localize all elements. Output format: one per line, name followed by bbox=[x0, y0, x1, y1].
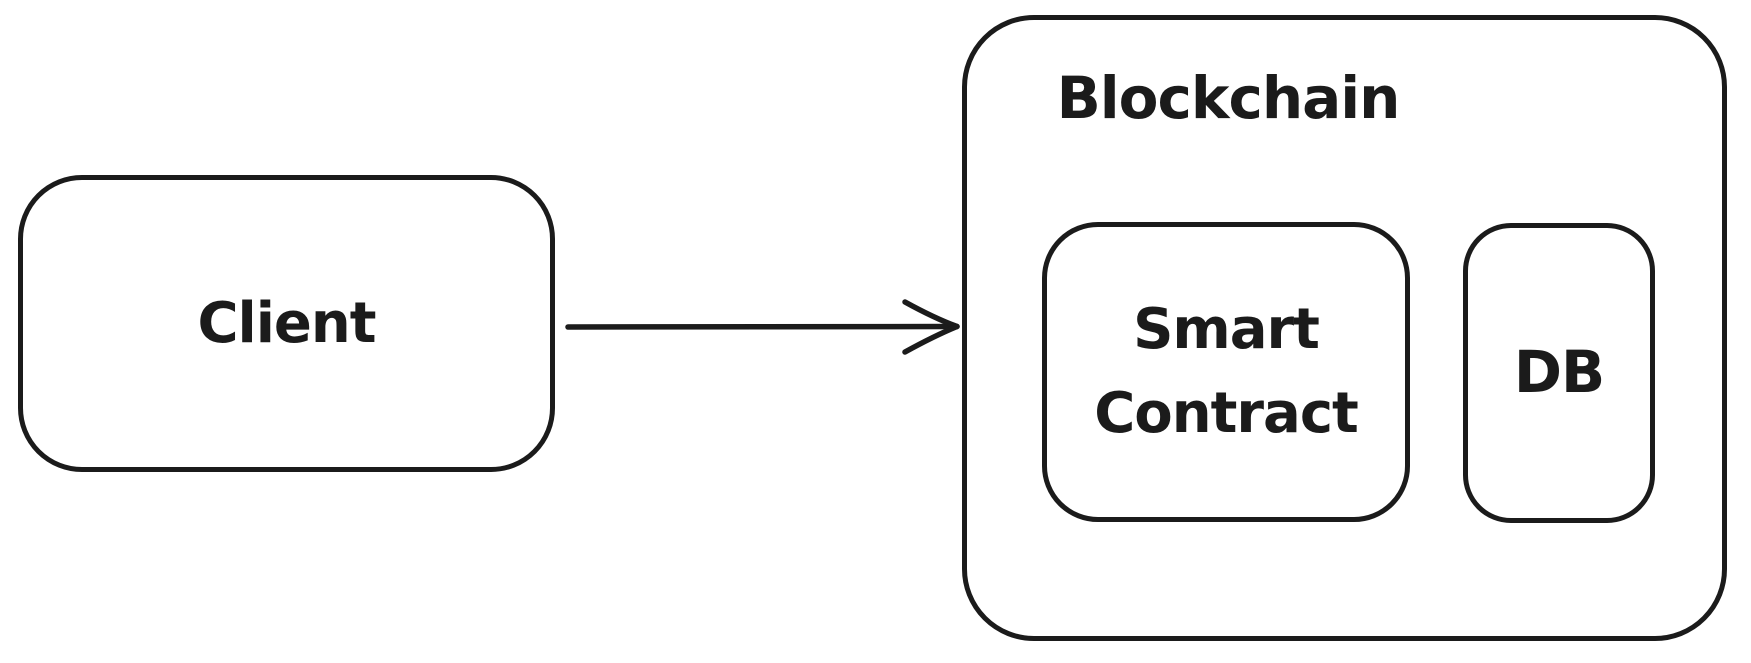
arrow-head-lower bbox=[902, 323, 960, 355]
arrow-shaft bbox=[565, 323, 951, 330]
client-node: Client bbox=[18, 175, 555, 472]
db-node: DB bbox=[1463, 223, 1655, 523]
smart-contract-node: Smart Contract bbox=[1042, 222, 1410, 522]
blockchain-group: Blockchain Smart Contract DB bbox=[962, 15, 1727, 641]
client-node-label: Client bbox=[197, 290, 376, 356]
smart-contract-node-label: Smart Contract bbox=[1094, 297, 1359, 446]
db-node-label: DB bbox=[1513, 338, 1605, 407]
client-to-blockchain-arrow bbox=[565, 299, 960, 355]
arrow-head-upper bbox=[902, 299, 960, 330]
blockchain-group-label: Blockchain bbox=[1056, 64, 1401, 132]
